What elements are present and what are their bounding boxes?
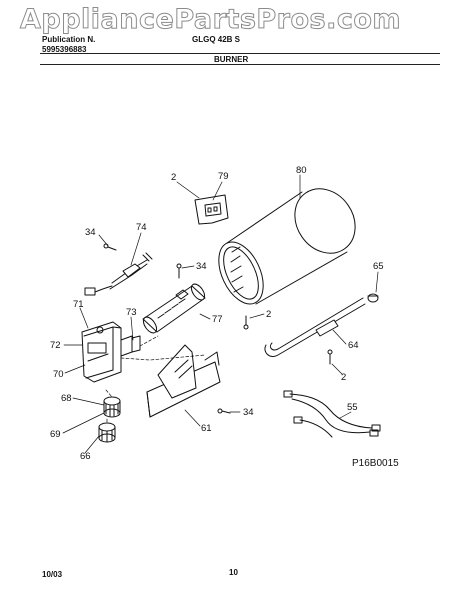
gas-valve <box>81 321 141 383</box>
burner-tube <box>142 283 206 334</box>
callout-64: 64 <box>348 340 359 351</box>
callout-34-low: 34 <box>243 407 254 418</box>
publication-label: Publication N. <box>42 35 96 44</box>
flame-sensor <box>194 194 229 225</box>
series-label: GLGQ 42B S <box>192 35 241 44</box>
assembly-guides <box>105 335 206 424</box>
leader-lines <box>62 174 379 454</box>
header-rule-top <box>40 53 440 54</box>
callout-79: 79 <box>218 171 229 182</box>
footer-page-number: 10 <box>229 568 238 577</box>
wire-harness <box>283 390 381 438</box>
callout-72: 72 <box>50 340 61 351</box>
callout-2-mid: 2 <box>266 309 271 320</box>
fitting-66 <box>98 422 116 443</box>
callout-34-mid: 34 <box>196 261 207 272</box>
callout-74: 74 <box>136 222 147 233</box>
callout-69: 69 <box>50 429 61 440</box>
screws <box>103 243 333 414</box>
callout-55: 55 <box>347 402 358 413</box>
callout-labels: 2 79 80 34 74 34 65 71 73 77 2 72 64 70 … <box>50 165 399 469</box>
callout-80: 80 <box>296 165 307 176</box>
callout-73: 73 <box>126 307 137 318</box>
header-rule-bottom <box>40 64 440 65</box>
igniter <box>84 252 153 296</box>
gas-tube <box>264 293 379 358</box>
callout-65: 65 <box>373 261 384 272</box>
callout-66: 66 <box>80 451 91 462</box>
section-title: BURNER <box>214 55 249 64</box>
callout-70: 70 <box>53 369 64 380</box>
callout-77: 77 <box>212 314 223 325</box>
watermark-logo: AppliancePartsPros.com <box>19 4 402 36</box>
combustion-chamber <box>218 188 356 305</box>
callout-34-left: 34 <box>85 227 96 238</box>
fitting-68 <box>103 396 121 418</box>
callout-61: 61 <box>201 423 212 434</box>
callout-2-top: 2 <box>171 172 176 183</box>
footer-date: 10/03 <box>42 570 63 579</box>
burner-bracket <box>146 344 221 418</box>
callout-71: 71 <box>73 299 84 310</box>
publication-number: 5995396883 <box>42 45 87 54</box>
diagram-code: P16B0015 <box>352 458 399 469</box>
callout-68: 68 <box>61 393 72 404</box>
callout-2-right: 2 <box>341 372 346 383</box>
